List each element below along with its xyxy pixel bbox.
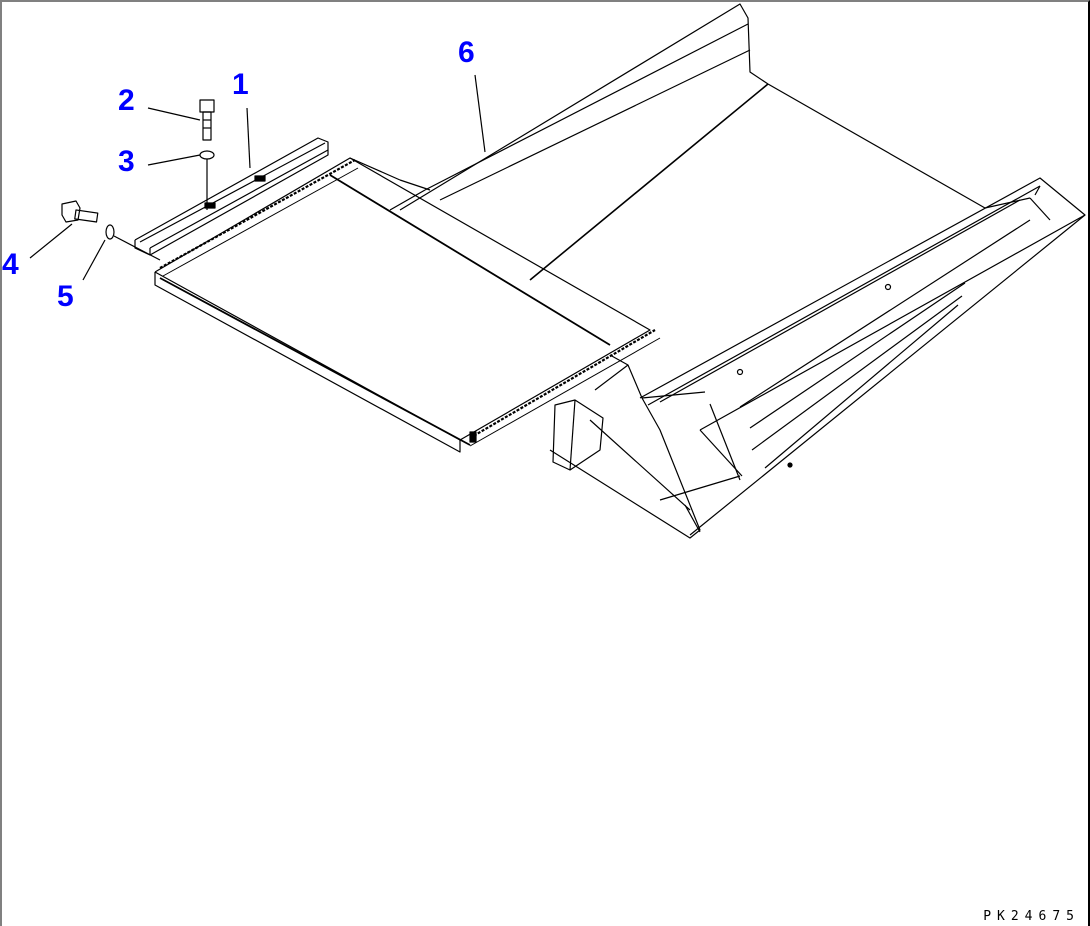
callout-6: 6 xyxy=(458,36,475,69)
callout-1: 1 xyxy=(232,68,249,101)
callout-4: 4 xyxy=(2,248,19,281)
washer-3 xyxy=(199,150,215,160)
rail-bracket xyxy=(134,137,329,256)
dump-body xyxy=(389,3,1086,539)
bolt-4 xyxy=(61,200,99,223)
washer-5 xyxy=(105,224,115,240)
bolt-2 xyxy=(199,99,215,141)
callout-3: 3 xyxy=(118,145,135,178)
cover-panel xyxy=(154,157,661,453)
drawing-id: PK24675 xyxy=(983,909,1080,924)
callout-5: 5 xyxy=(57,280,74,313)
callout-2: 2 xyxy=(118,84,135,117)
